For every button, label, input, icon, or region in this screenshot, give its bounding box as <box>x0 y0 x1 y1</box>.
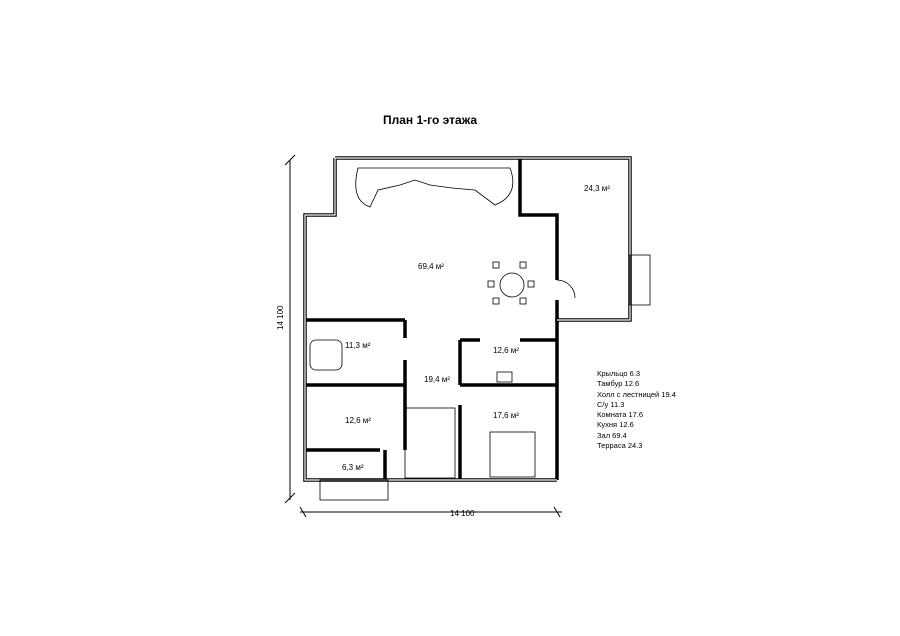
legend-item: Холл с лестницей 19.4 <box>597 389 676 399</box>
room-area-hall: 69,4 м² <box>418 262 444 271</box>
sofa <box>355 167 514 208</box>
legend-item: Комната 17.6 <box>597 410 644 420</box>
plan-title: План 1-го этажа <box>383 113 478 127</box>
porch-steps <box>319 479 389 501</box>
bathtub <box>309 339 343 371</box>
stairs <box>404 407 456 479</box>
room-area-kitchen: 12,6 м² <box>493 346 519 355</box>
stove <box>496 371 513 383</box>
horizontal-dimension-line <box>299 506 562 518</box>
bed <box>489 431 536 478</box>
room-area-vestibule: 12,6 м² <box>345 416 371 425</box>
room-area-bathroom: 11,3 м² <box>345 341 371 350</box>
legend-item: Терраса 24.3 <box>597 441 643 451</box>
chairs <box>487 261 535 305</box>
area-legend: Крыльцо 6.3 Тамбур 12.6 Холл с лестницей… <box>597 369 676 451</box>
legend-item: Зал 69.4 <box>597 430 627 440</box>
door-arc <box>556 279 576 299</box>
vertical-dimension-label: 14 100 <box>276 305 285 330</box>
room-area-porch: 6,3 м² <box>342 463 364 472</box>
room-area-terrace: 24,3 м² <box>584 184 610 193</box>
terrace-steps <box>629 254 651 306</box>
horizontal-dimension-label: 14 100 <box>450 509 475 518</box>
dining-table <box>499 272 525 298</box>
legend-item: Крыльцо 6.3 <box>597 369 641 378</box>
room-area-stair-hall: 19,4 м² <box>424 375 450 384</box>
legend-item: Кухня 12.6 <box>597 420 634 430</box>
legend-item: С/у 11.3 <box>597 399 625 409</box>
room-area-bedroom: 17,6 м² <box>493 411 519 420</box>
vertical-dimension-line <box>284 154 296 504</box>
legend-item: Тамбур 12.6 <box>597 379 640 389</box>
walls <box>303 156 632 482</box>
